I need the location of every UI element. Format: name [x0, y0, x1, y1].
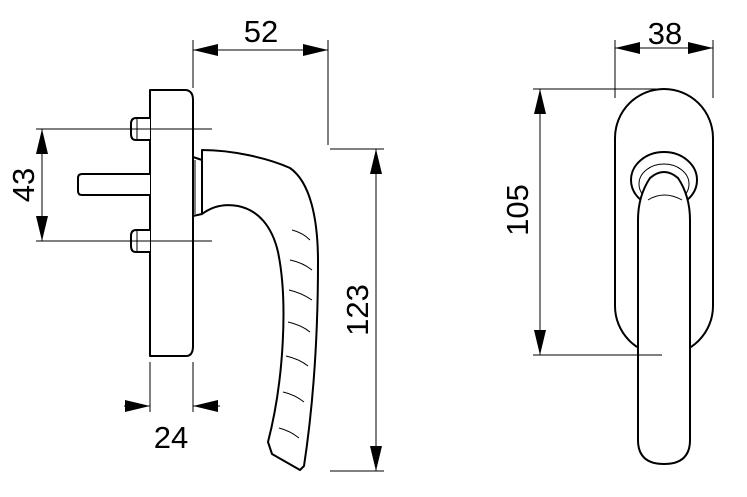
dimension-43: 43	[6, 128, 127, 242]
dim-label-105: 105	[500, 184, 535, 236]
dim-label-38: 38	[648, 16, 682, 51]
dim-label-24: 24	[154, 420, 188, 455]
dim-label-52: 52	[244, 14, 278, 49]
front-view	[614, 88, 714, 465]
front-handle-lever	[637, 171, 691, 465]
dim-label-123: 123	[340, 284, 375, 336]
dim-label-43: 43	[6, 168, 41, 202]
side-base-plate	[149, 89, 194, 357]
dimension-24: 24	[124, 362, 220, 455]
dimension-52: 52	[192, 14, 329, 145]
dimension-38: 38	[614, 16, 714, 98]
side-view	[77, 89, 319, 471]
dimension-123: 123	[330, 148, 384, 472]
side-spindle	[77, 173, 150, 196]
side-grip-ridges	[278, 229, 313, 439]
side-handle-lever	[201, 149, 319, 471]
dimension-105: 105	[500, 88, 662, 356]
side-handle-neck	[192, 156, 203, 217]
